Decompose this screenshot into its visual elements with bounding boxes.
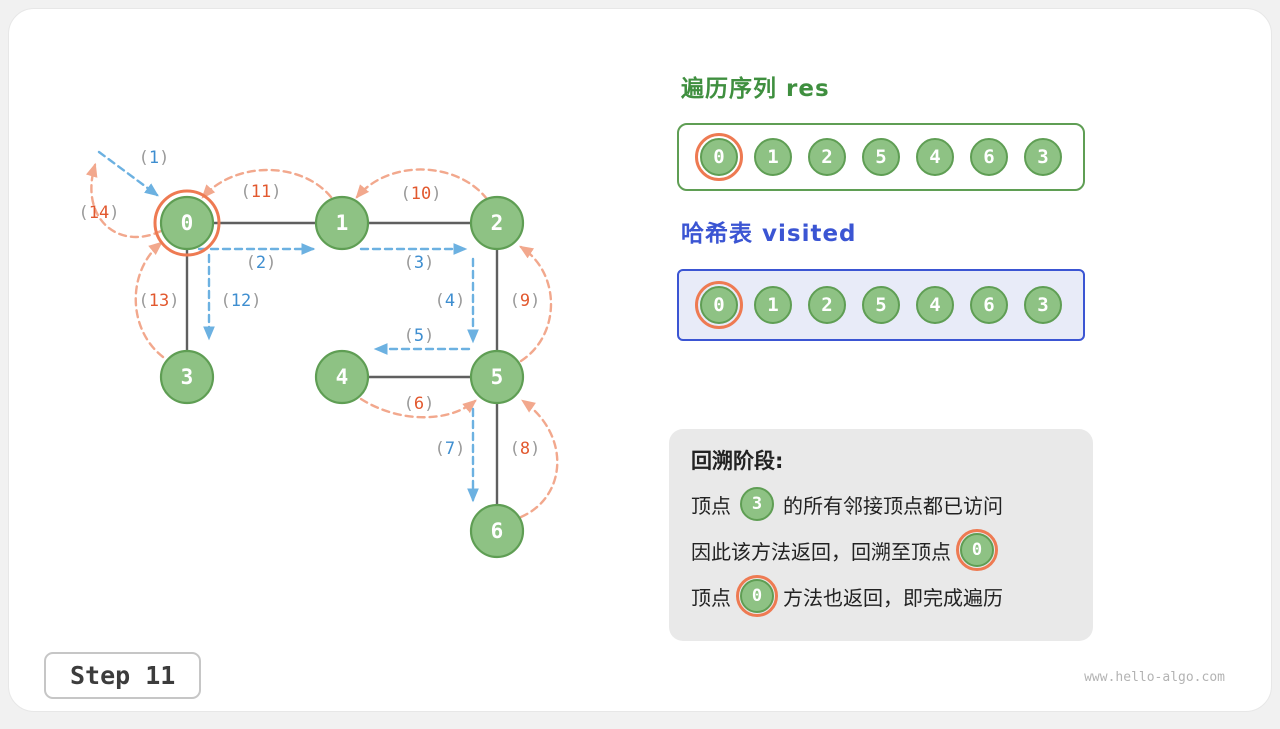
visited-node-circle: 1 [754,286,792,324]
step-label-8: (8) [510,439,541,459]
note-line-3: 顶点 0 方法也返回，即完成遍历 [691,573,1071,619]
res-node-circle: 2 [808,138,846,176]
node-0-badge: 0 [955,528,999,572]
step-label-4: (4) [435,291,466,311]
graph-node-0: 0 [153,189,221,257]
note-line-2-pre: 因此该方法返回，回溯至顶点 [691,539,951,564]
visited-node-circle: 2 [808,286,846,324]
visit-arrows [97,150,479,503]
note-title: 回溯阶段: [691,449,784,473]
step-label-13: (13) [139,291,180,311]
backtrack-note: 回溯阶段: 顶点 3 的所有邻接顶点都已访问 因此该方法返回，回溯至顶点 0 顶… [669,429,1093,641]
res-node-circle: 3 [1024,138,1062,176]
res-node-circle: 5 [862,138,900,176]
step-badge: Step 11 [44,652,202,699]
note-line-1: 顶点 3 的所有邻接顶点都已访问 [691,481,1071,527]
backtrack-arrow-11 [201,168,333,199]
step-label-11: (11) [241,182,282,202]
svg-text:0: 0 [181,211,194,235]
backtrack-arrow-14 [86,162,163,239]
visited-node-circle: 0 [695,281,743,329]
step-label-9: (9) [510,291,541,311]
res-node-circle: 4 [916,138,954,176]
graph-node-1: 1 [314,195,370,251]
visited-node-circle: 5 [862,286,900,324]
note-line-1-pre: 顶点 [691,493,731,518]
note-line-1-post: 的所有邻接顶点都已访问 [783,493,1003,518]
step-label-1: (1) [139,148,170,168]
svg-text:4: 4 [336,365,349,389]
node-0-badge: 0 [735,574,779,618]
note-line-2: 因此该方法返回，回溯至顶点 0 [691,527,1071,573]
step-label-10: (10) [401,184,442,204]
svg-text:6: 6 [491,519,504,543]
res-panel-title: 遍历序列 res [681,76,830,102]
backtrack-arrow-9 [519,245,553,363]
note-line-3-pre: 顶点 [691,585,731,610]
watermark: www.hello-algo.com [1084,670,1225,685]
graph-node-4: 4 [314,349,370,405]
visited-node-circle: 6 [970,286,1008,324]
svg-text:5: 5 [491,365,504,389]
res-node-circle: 6 [970,138,1008,176]
backtrack-arrow-6 [359,397,477,419]
svg-text:1: 1 [336,211,349,235]
graph-node-3: 3 [159,349,215,405]
content-card: (1) (2) (3) (4) (5) (6) (7) (8) (9) (10)… [8,8,1272,712]
step-label-7: (7) [435,439,466,459]
step-label-12: (12) [221,291,262,311]
svg-text:3: 3 [181,365,194,389]
step-label-3: (3) [404,253,435,273]
visited-node-circle: 4 [916,286,954,324]
step-label-14: (14) [79,203,120,223]
svg-text:2: 2 [491,211,504,235]
backtrack-arrows [86,162,559,519]
step-label-5: (5) [404,326,435,346]
res-node-circle: 0 [695,133,743,181]
backtrack-arrow-8 [519,399,559,519]
visit-arrow-1 [97,150,159,197]
graph-node-2: 2 [469,195,525,251]
step-label-6: (6) [404,394,435,414]
backtrack-arrow-10 [355,168,489,201]
visited-node-circle: 3 [1024,286,1062,324]
res-node-circle: 1 [754,138,792,176]
graph-node-6: 6 [469,503,525,559]
backtrack-arrow-13 [134,241,165,359]
note-line-3-post: 方法也返回，即完成遍历 [783,585,1003,610]
graph-node-5: 5 [469,349,525,405]
step-labels: (1) (2) (3) (4) (5) (6) (7) (8) (9) (10)… [79,148,541,459]
node-3-badge: 3 [740,487,774,521]
graph-nodes: 0 1 2 3 4 5 6 [153,189,525,559]
visited-panel-title: 哈希表 visited [681,221,857,247]
step-label-2: (2) [246,253,277,273]
graph-canvas: (1) (2) (3) (4) (5) (6) (7) (8) (9) (10)… [79,148,559,559]
